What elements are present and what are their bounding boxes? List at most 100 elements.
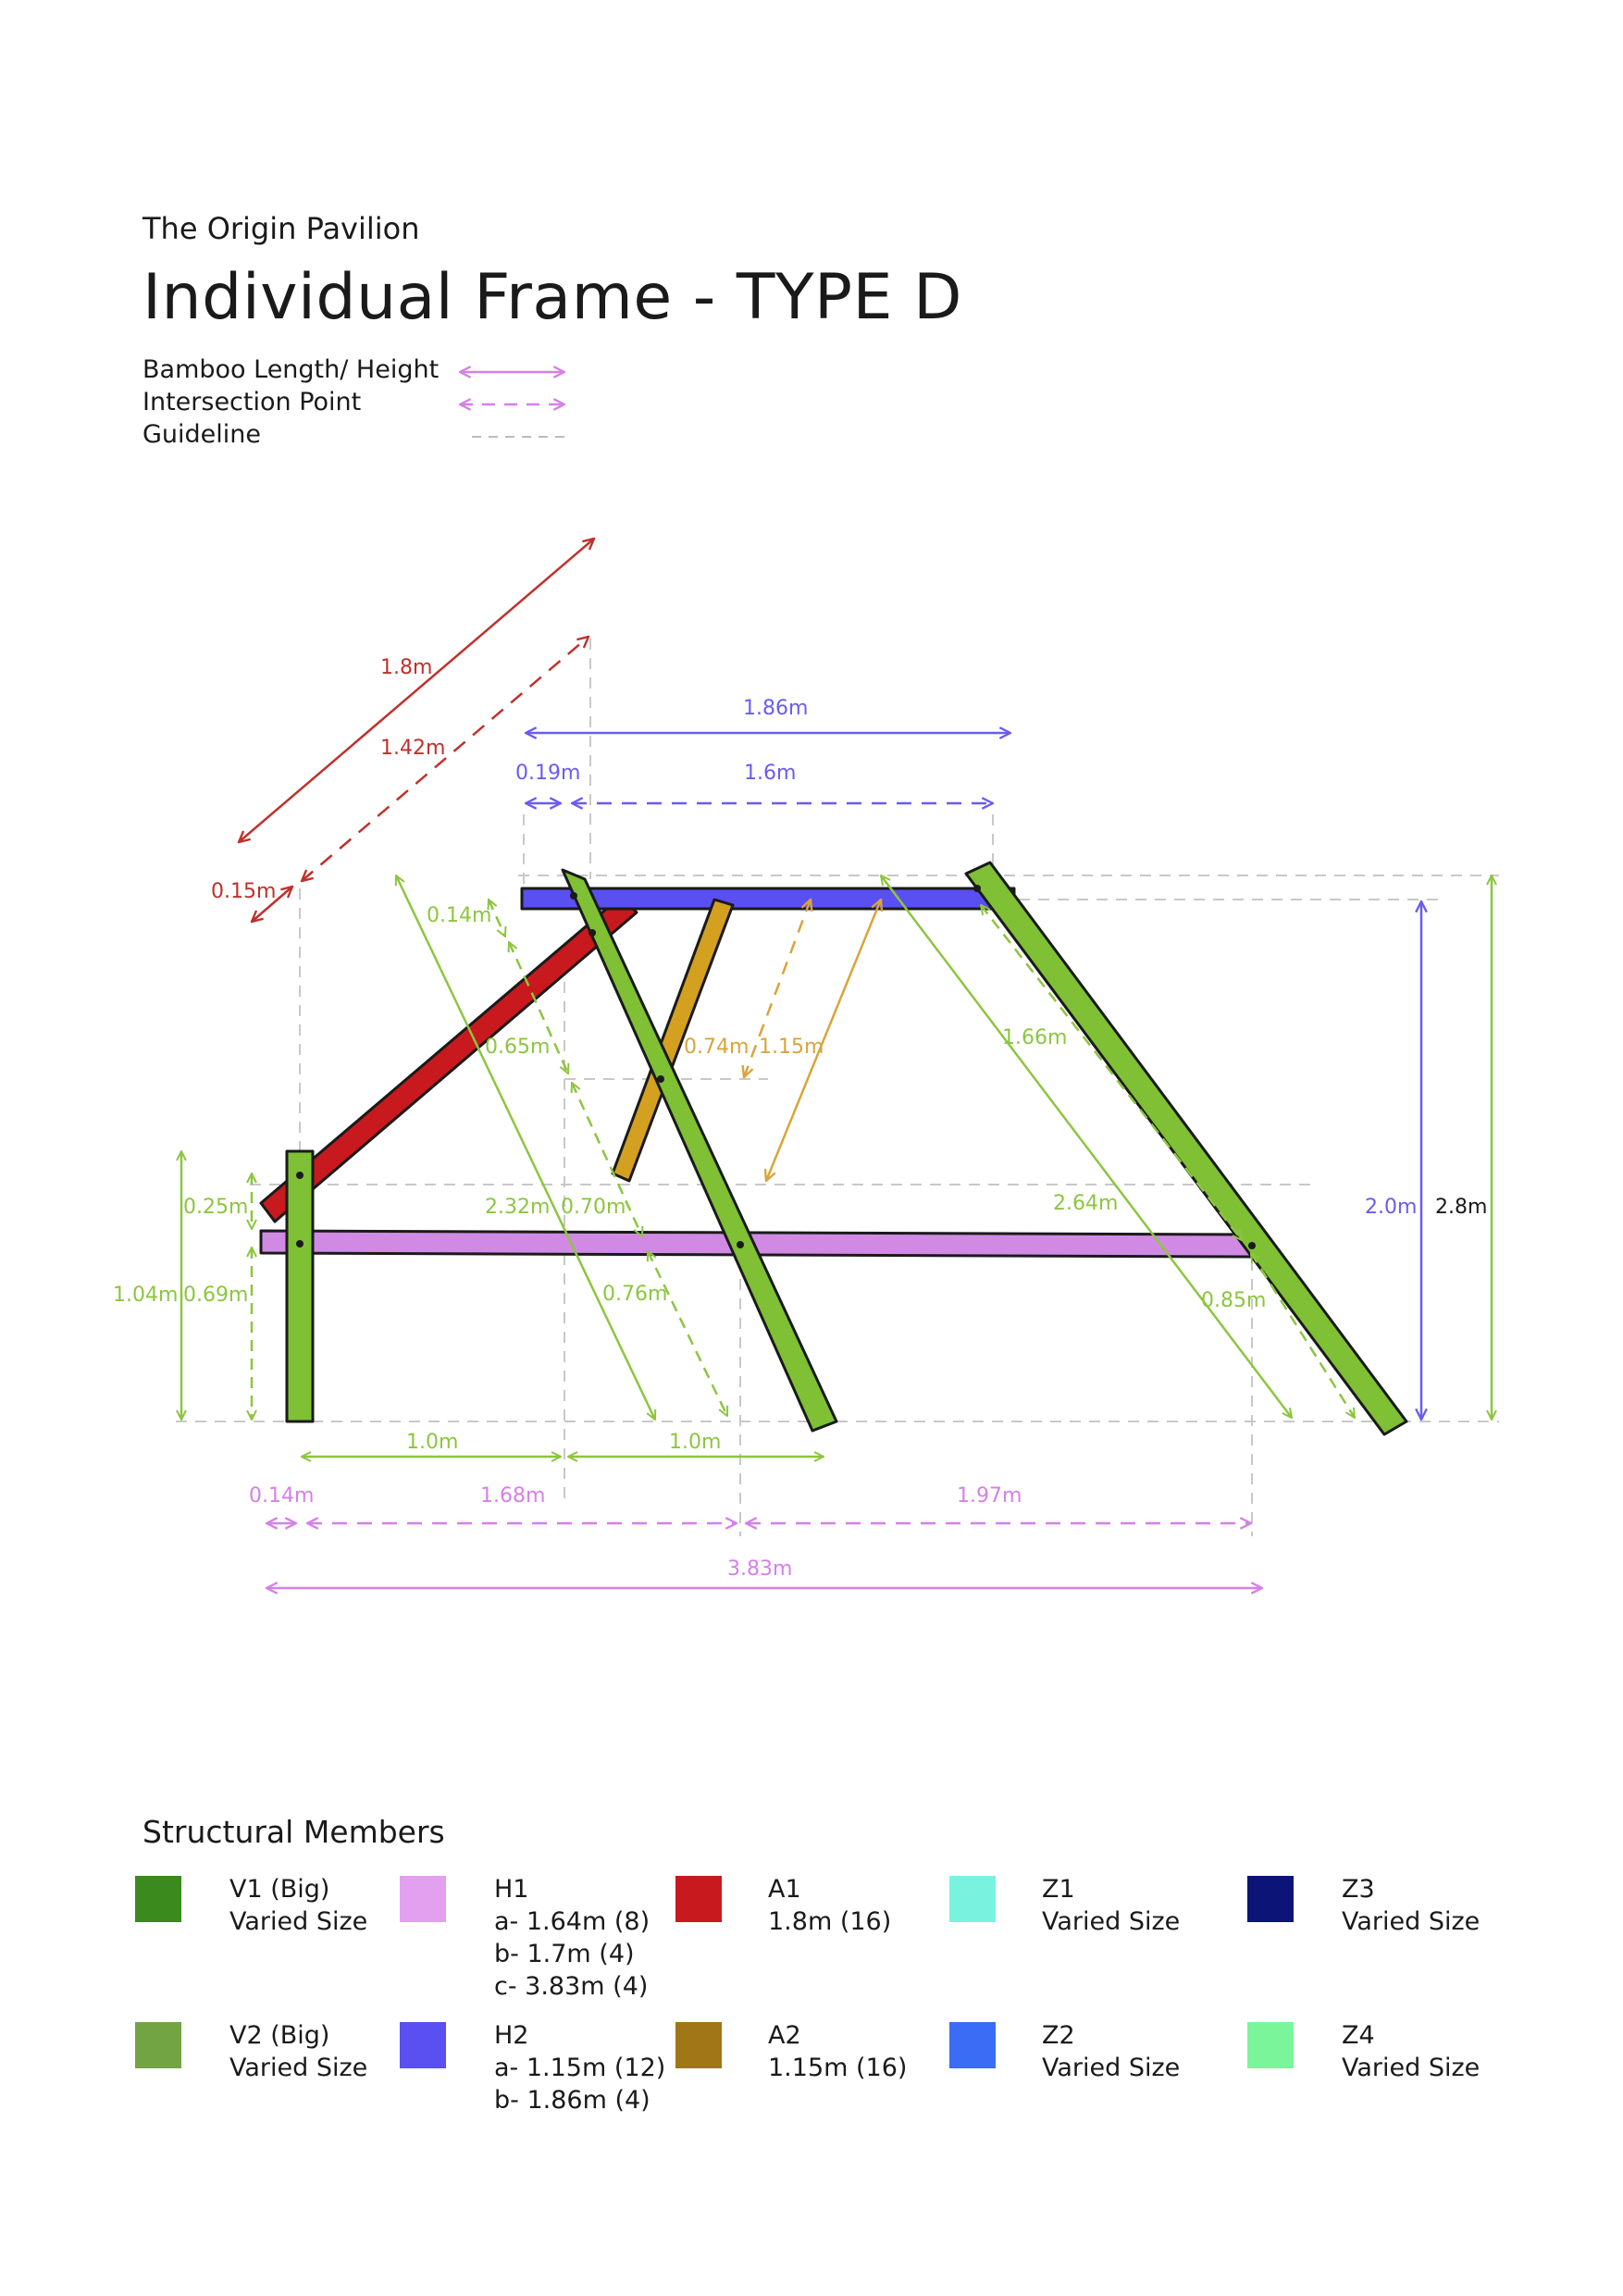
member-a2-name: A2 [768, 2021, 801, 2050]
label-232: 2.32m [485, 1196, 550, 1219]
swatch-h2 [400, 2022, 446, 2068]
label-070: 0.70m [561, 1196, 626, 1219]
label-014-green: 0.14m [427, 904, 491, 927]
member-z3-name: Z3 [1342, 1875, 1375, 1904]
member-h1-b: b- 1.7m (4) [494, 1940, 635, 1968]
member-h1-name: H1 [494, 1875, 529, 1904]
label-014-lilac: 0.14m [249, 1484, 314, 1508]
label-025: 0.25m [183, 1196, 248, 1219]
dim-diag-232 [396, 875, 655, 1420]
member-z2-size: Varied Size [1042, 2054, 1181, 2082]
label-104: 1.04m [113, 1284, 178, 1307]
member-z3-size: Varied Size [1342, 1907, 1481, 1936]
member-v1-name: V1 (Big) [229, 1875, 330, 1904]
joint [973, 885, 981, 892]
member-key-a2: A2 1.15m (16) [768, 2019, 907, 2084]
joint [1248, 1242, 1256, 1249]
member-v2-left-post [285, 1149, 315, 1423]
dims-red [239, 539, 594, 922]
member-h2-b: b- 1.86m (4) [494, 2086, 650, 2115]
label-197: 1.97m [957, 1484, 1022, 1508]
member-h2-a: a- 1.15m (12) [494, 2054, 666, 2082]
joint [296, 1172, 304, 1179]
member-key-h1: H1 a- 1.64m (8) b- 1.7m (4) c- 3.83m (4) [494, 1873, 650, 2003]
member-v1-diagonal-right [964, 861, 1408, 1436]
dim-a1-dashed [302, 637, 588, 881]
members-title: Structural Members [142, 1814, 445, 1850]
dims-green [181, 875, 1492, 1457]
swatch-v2 [135, 2022, 181, 2068]
member-key-z4: Z4 Varied Size [1342, 2019, 1480, 2084]
joint [737, 1241, 744, 1248]
dims-orange [744, 900, 881, 1181]
swatch-a2 [675, 2022, 722, 2068]
swatch-h1 [400, 1876, 446, 1922]
dim-a1-length [239, 539, 594, 842]
member-z4-name: Z4 [1342, 2021, 1375, 2050]
label-18: 1.8m [380, 656, 432, 679]
swatch-v1 [135, 1876, 181, 1922]
swatch-z4 [1247, 2022, 1294, 2068]
label-383: 3.83m [727, 1558, 792, 1581]
label-085: 0.85m [1201, 1289, 1266, 1312]
legend-samples [460, 372, 564, 438]
dim-a2-115 [766, 900, 881, 1181]
member-key-a1: A1 1.8m (16) [768, 1873, 891, 1938]
member-key-v2: V2 (Big) Varied Size [229, 2019, 367, 2084]
label-264: 2.64m [1053, 1192, 1118, 1215]
label-168: 1.68m [480, 1484, 545, 1508]
member-z1-size: Varied Size [1042, 1907, 1181, 1936]
label-20: 2.0m [1365, 1196, 1417, 1219]
dim-diag-014 [489, 900, 505, 937]
member-h1-c: c- 3.83m (4) [494, 1972, 649, 2001]
joint [588, 929, 596, 937]
legend-label-intersection: Intersection Point [142, 388, 362, 416]
joint [570, 892, 577, 900]
dims-blue [526, 733, 1421, 1420]
dim-diag-264 [881, 875, 1292, 1418]
member-key-z3: Z3 Varied Size [1342, 1873, 1480, 1938]
member-h2-name: H2 [494, 2021, 529, 2050]
member-h1-a: a- 1.64m (8) [494, 1907, 650, 1936]
label-076: 0.76m [602, 1283, 667, 1306]
member-v2-name: V2 (Big) [229, 2021, 330, 2050]
member-z1-name: Z1 [1042, 1875, 1075, 1904]
dim-a1-small [252, 887, 292, 922]
dim-diag-065 [509, 942, 568, 1074]
label-015: 0.15m [211, 880, 276, 903]
swatch-z3 [1247, 1876, 1294, 1922]
swatch-z2 [949, 2022, 996, 2068]
swatch-a1 [675, 1876, 722, 1922]
page-title: Individual Frame - TYPE D [142, 261, 962, 334]
member-a1-name: A1 [768, 1875, 801, 1904]
member-a1-red [259, 894, 638, 1223]
label-28: 2.8m [1435, 1196, 1487, 1219]
label-115: 1.15m [759, 1036, 824, 1059]
member-a2-size: 1.15m (16) [768, 2054, 908, 2082]
label-186: 1.86m [743, 697, 808, 720]
label-019: 0.19m [515, 762, 580, 785]
member-z4-size: Varied Size [1342, 2054, 1481, 2082]
line-legend: Bamboo Length/ Height Intersection Point… [142, 354, 439, 451]
dim-diag-070 [572, 1083, 642, 1236]
joint [296, 1240, 304, 1247]
member-key-z2: Z2 Varied Size [1042, 2019, 1180, 2084]
member-v2-size: Varied Size [229, 2054, 368, 2082]
member-a1-size: 1.8m (16) [768, 1907, 892, 1936]
label-065: 0.65m [485, 1036, 550, 1059]
member-key-z1: Z1 Varied Size [1042, 1873, 1180, 1938]
label-10b: 1.0m [669, 1431, 721, 1454]
page-subtitle: The Origin Pavilion [142, 211, 420, 246]
label-074: 0.74m [684, 1036, 749, 1059]
member-z2-name: Z2 [1042, 2021, 1075, 2050]
dim-labels: 1.8m 1.42m 0.15m 1.86m 0.19m 1.6m 2.0m 2… [113, 656, 1487, 1581]
label-16: 1.6m [744, 762, 796, 785]
swatch-z1 [949, 1876, 996, 1922]
guidelines [176, 639, 1499, 1536]
dim-diag-076 [648, 1251, 727, 1416]
dims-lilac [266, 1523, 1262, 1588]
member-key-h2: H2 a- 1.15m (12) b- 1.86m (4) [494, 2019, 665, 2116]
member-v1-size: Varied Size [229, 1907, 368, 1936]
label-166: 1.66m [1002, 1026, 1067, 1049]
